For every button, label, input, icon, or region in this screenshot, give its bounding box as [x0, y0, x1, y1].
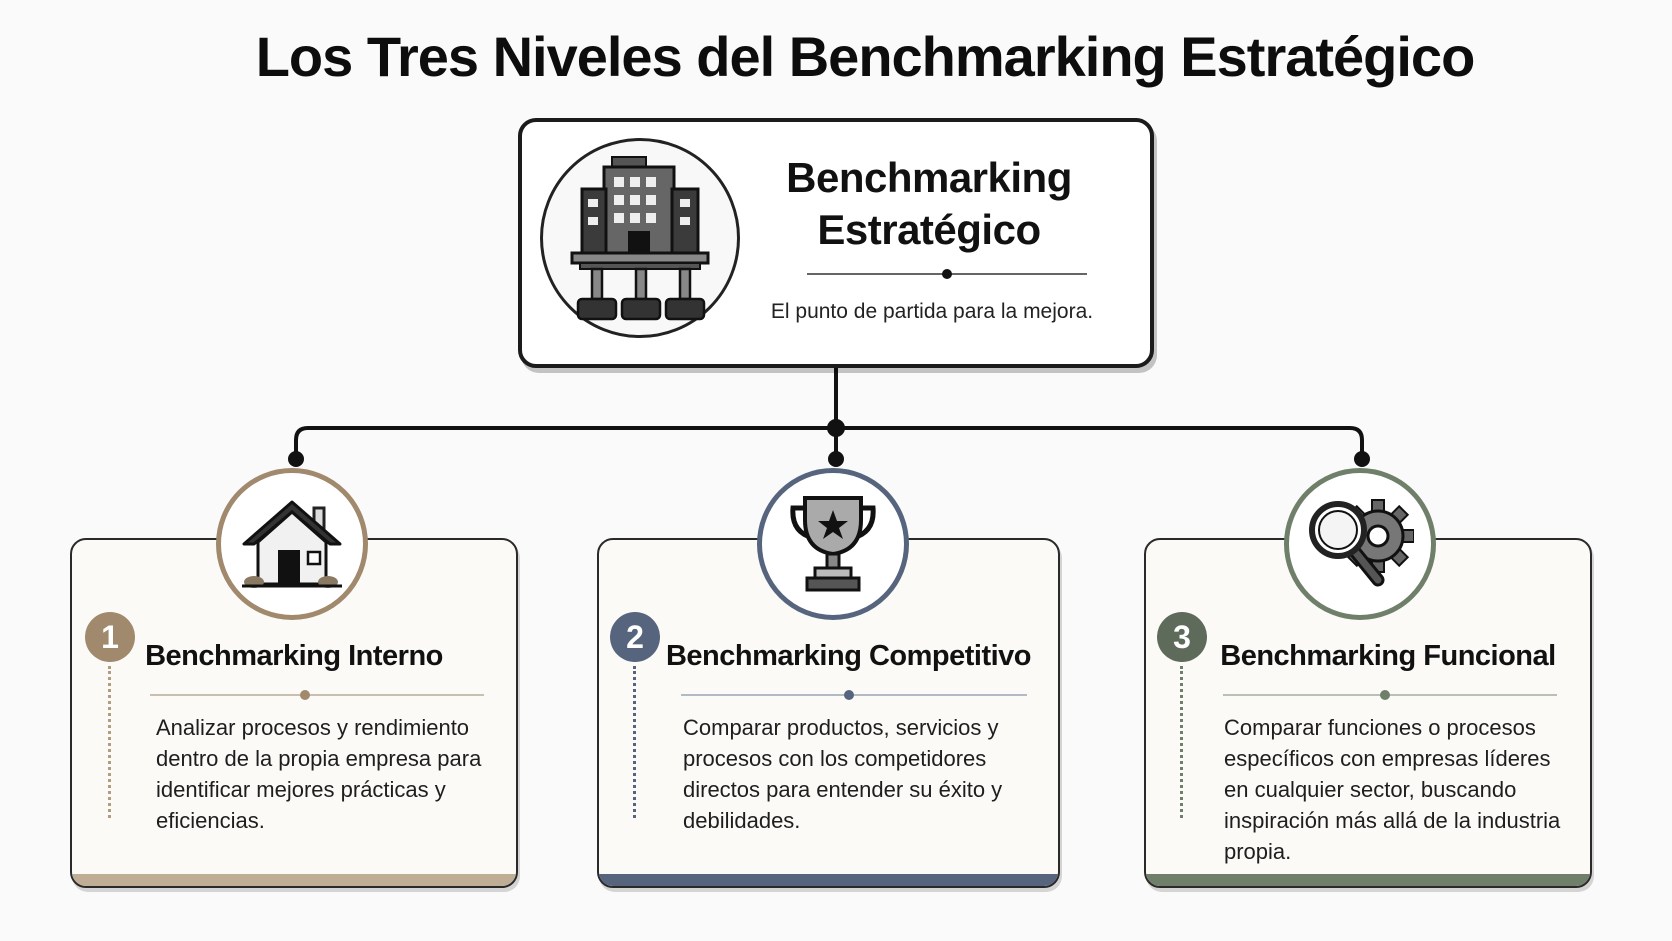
level-number-badge: 1 — [85, 612, 135, 662]
level-heading: Benchmarking Interno — [145, 640, 443, 672]
level-accent-bar — [599, 874, 1058, 886]
level-divider — [150, 690, 484, 700]
level-number-badge: 2 — [610, 612, 660, 662]
dotted-guide — [1180, 666, 1183, 818]
level-accent-bar — [72, 874, 516, 886]
level-divider — [1223, 690, 1557, 700]
magnifier-gear-icon — [1309, 499, 1414, 587]
root-icon-circle — [540, 138, 740, 338]
root-divider — [807, 269, 1087, 279]
diagram-title: Los Tres Niveles del Benchmarking Estrat… — [255, 25, 1476, 88]
branch-end-dot — [288, 451, 304, 467]
level-heading: Benchmarking Competitivo — [665, 640, 1032, 672]
house-icon-circle — [216, 468, 368, 620]
level-divider — [681, 690, 1027, 700]
junction-dot — [827, 419, 845, 437]
root-node-card: Benchmarking Estratégico El punto de par… — [518, 118, 1154, 368]
root-title: Benchmarking Estratégico — [786, 154, 1072, 253]
trophy-icon-circle — [757, 468, 909, 620]
root-subtitle: El punto de partida para la mejora. — [770, 300, 1094, 323]
level-card-competitivo: Benchmarking Competitivo Comparar produc… — [597, 538, 1060, 888]
dotted-guide — [108, 666, 111, 818]
trophy-icon — [790, 496, 876, 592]
level-accent-bar — [1146, 874, 1590, 886]
level-description: Comparar funciones o procesos específico… — [1224, 715, 1561, 864]
branch-end-dot — [828, 451, 844, 467]
dotted-guide — [633, 666, 636, 818]
level-number-badge: 3 — [1157, 612, 1207, 662]
house-icon — [242, 500, 342, 588]
branch-end-dot — [1354, 451, 1370, 467]
level-description: Comparar productos, servicios y procesos… — [683, 715, 1003, 833]
magnifier-gear-icon-circle — [1284, 468, 1436, 620]
level-heading: Benchmarking Funcional — [1220, 640, 1556, 672]
building-on-pillars-icon — [570, 156, 710, 321]
level-description: Analizar procesos y rendimiento dentro d… — [156, 715, 482, 833]
